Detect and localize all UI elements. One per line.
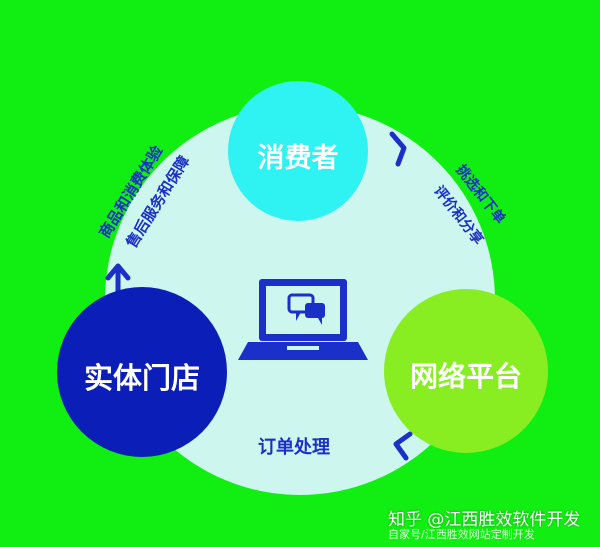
watermark-sub: 自家号/江西胜效网站定制开发	[388, 528, 535, 541]
node-consumer-circle	[228, 81, 368, 221]
node-platform-circle	[384, 289, 548, 453]
node-store-circle	[57, 287, 227, 457]
watermark-main: 知乎 @江西胜效软件开发	[388, 510, 581, 530]
flow-platform-store-label: 订单处理	[258, 437, 330, 458]
node-consumer-label: 消费者	[257, 143, 339, 174]
node-platform-label: 网络平台	[409, 360, 522, 393]
arrow-platform-to-store-icon	[393, 431, 413, 461]
node-store-label: 实体门店	[83, 361, 200, 395]
arrow-consumer-to-platform-icon	[389, 131, 407, 167]
laptop-chat-icon	[238, 279, 368, 360]
arrow-store-to-consumer-icon	[105, 263, 131, 281]
